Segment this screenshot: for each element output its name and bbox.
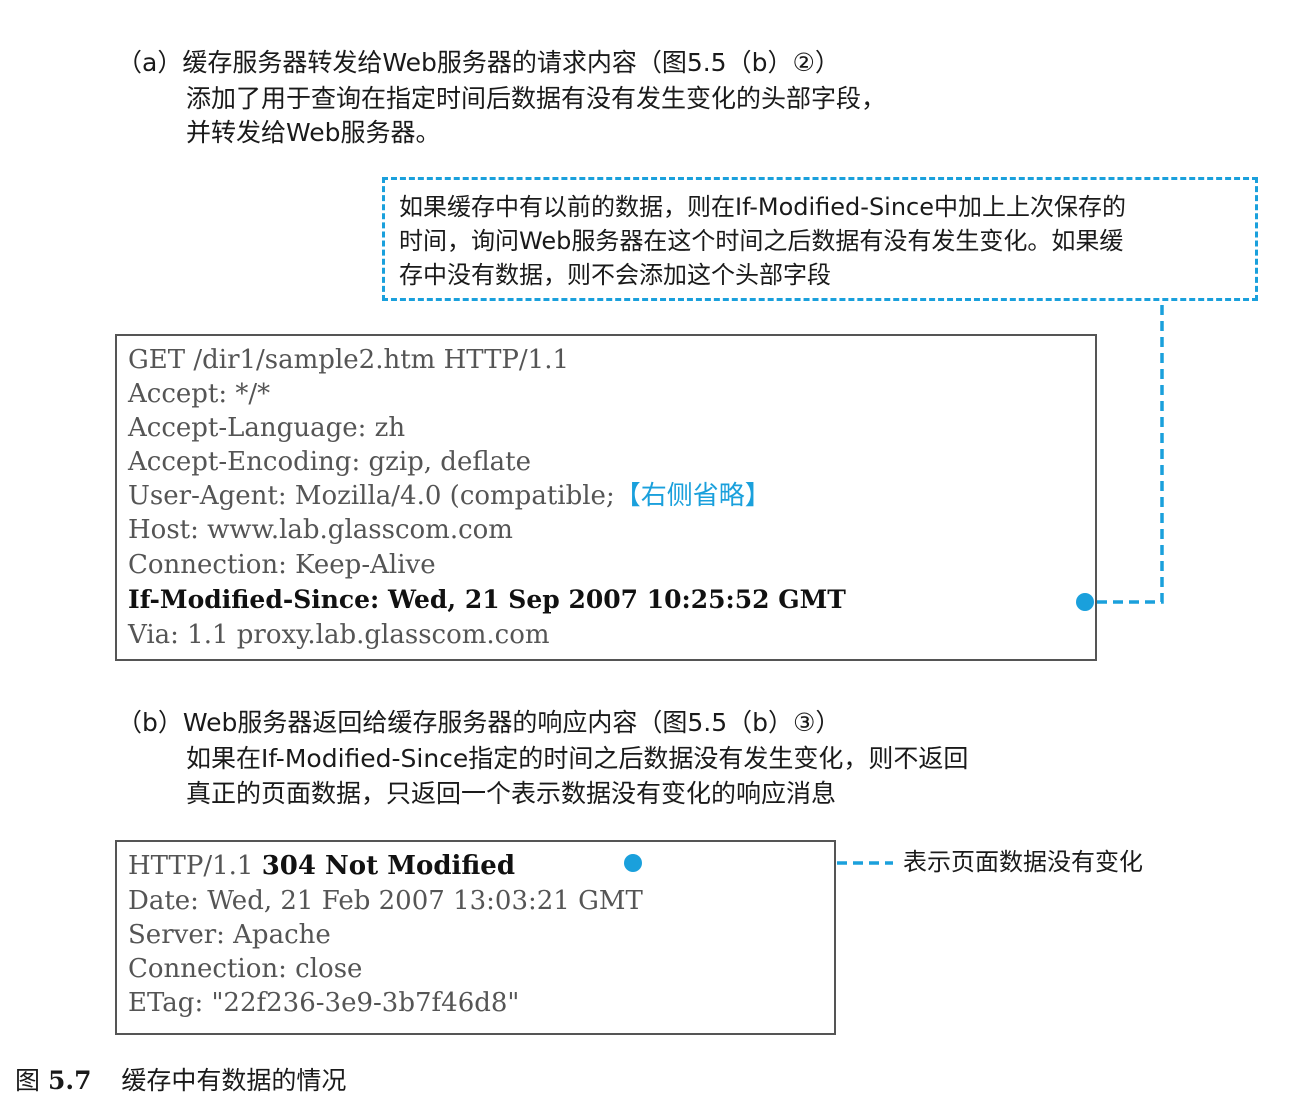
request-line-1: GET /dir1/sample2.htm HTTP/1.1	[128, 345, 570, 375]
section-a-desc-line1: 添加了用于查询在指定时间后数据有没有发生变化的头部字段，	[186, 84, 887, 113]
response-line-1: HTTP/1.1 304 Not Modified	[128, 849, 515, 883]
response-status: 304 Not Modified	[261, 851, 516, 881]
request-line-6: Host: www.lab.glasscom.com	[128, 515, 513, 545]
omitted-note: 【右侧省略】	[614, 481, 771, 511]
callout-line2: 时间，询问Web服务器在这个时间之后数据有没有发生变化。如果缓	[399, 227, 1124, 255]
request-line-3: Accept-Language: zh	[128, 413, 406, 443]
figure-caption: 图 5.7 缓存中有数据的情况	[15, 1064, 346, 1098]
request-line-5: User-Agent: Mozilla/4.0 (compatible;【右侧省…	[128, 479, 771, 513]
section-a-desc-line2: 并转发给Web服务器。	[186, 118, 441, 147]
response-note: 表示页面数据没有变化	[903, 848, 1143, 876]
callout-line1: 如果缓存中有以前的数据，则在If-Modified-Since中加上上次保存的	[399, 193, 1127, 221]
caption-label: 图	[15, 1066, 41, 1095]
section-a-heading: （a）缓存服务器转发给Web服务器的请求内容（图5.5（b）②）	[117, 48, 840, 77]
section-b-heading: （b）Web服务器返回给缓存服务器的响应内容（图5.5（b）③）	[117, 708, 841, 737]
request-line-2: Accept: */*	[128, 379, 271, 409]
response-line-1-prefix: HTTP/1.1	[128, 851, 262, 881]
marker-dot-request	[1076, 593, 1094, 611]
response-code-box	[115, 840, 836, 1035]
response-line-3: Server: Apache	[128, 920, 331, 950]
marker-dot-response	[624, 854, 642, 872]
request-line-5-text: User-Agent: Mozilla/4.0 (compatible;	[128, 481, 615, 511]
response-line-4: Connection: close	[128, 954, 363, 984]
request-line-4: Accept-Encoding: gzip, deflate	[128, 447, 532, 477]
caption-number: 5.7	[47, 1066, 92, 1095]
callout-box	[382, 177, 1258, 301]
request-line-7: Connection: Keep-Alive	[128, 550, 436, 580]
section-b-desc-line2: 真正的页面数据，只返回一个表示数据没有变化的响应消息	[186, 779, 837, 808]
section-b-desc-line1: 如果在If-Modified-Since指定的时间之后数据没有发生变化，则不返回	[186, 744, 969, 773]
request-code-box	[115, 334, 1097, 661]
callout-line3: 存中没有数据，则不会添加这个头部字段	[399, 261, 831, 289]
response-line-5: ETag: "22f236-3e9-3b7f46d8"	[128, 988, 520, 1018]
request-line-if-modified-since: If-Modified-Since: Wed, 21 Sep 2007 10:2…	[128, 585, 846, 614]
request-line-9: Via: 1.1 proxy.lab.glasscom.com	[128, 620, 550, 650]
caption-text: 缓存中有数据的情况	[121, 1066, 347, 1095]
response-line-2: Date: Wed, 21 Feb 2007 13:03:21 GMT	[128, 886, 643, 916]
